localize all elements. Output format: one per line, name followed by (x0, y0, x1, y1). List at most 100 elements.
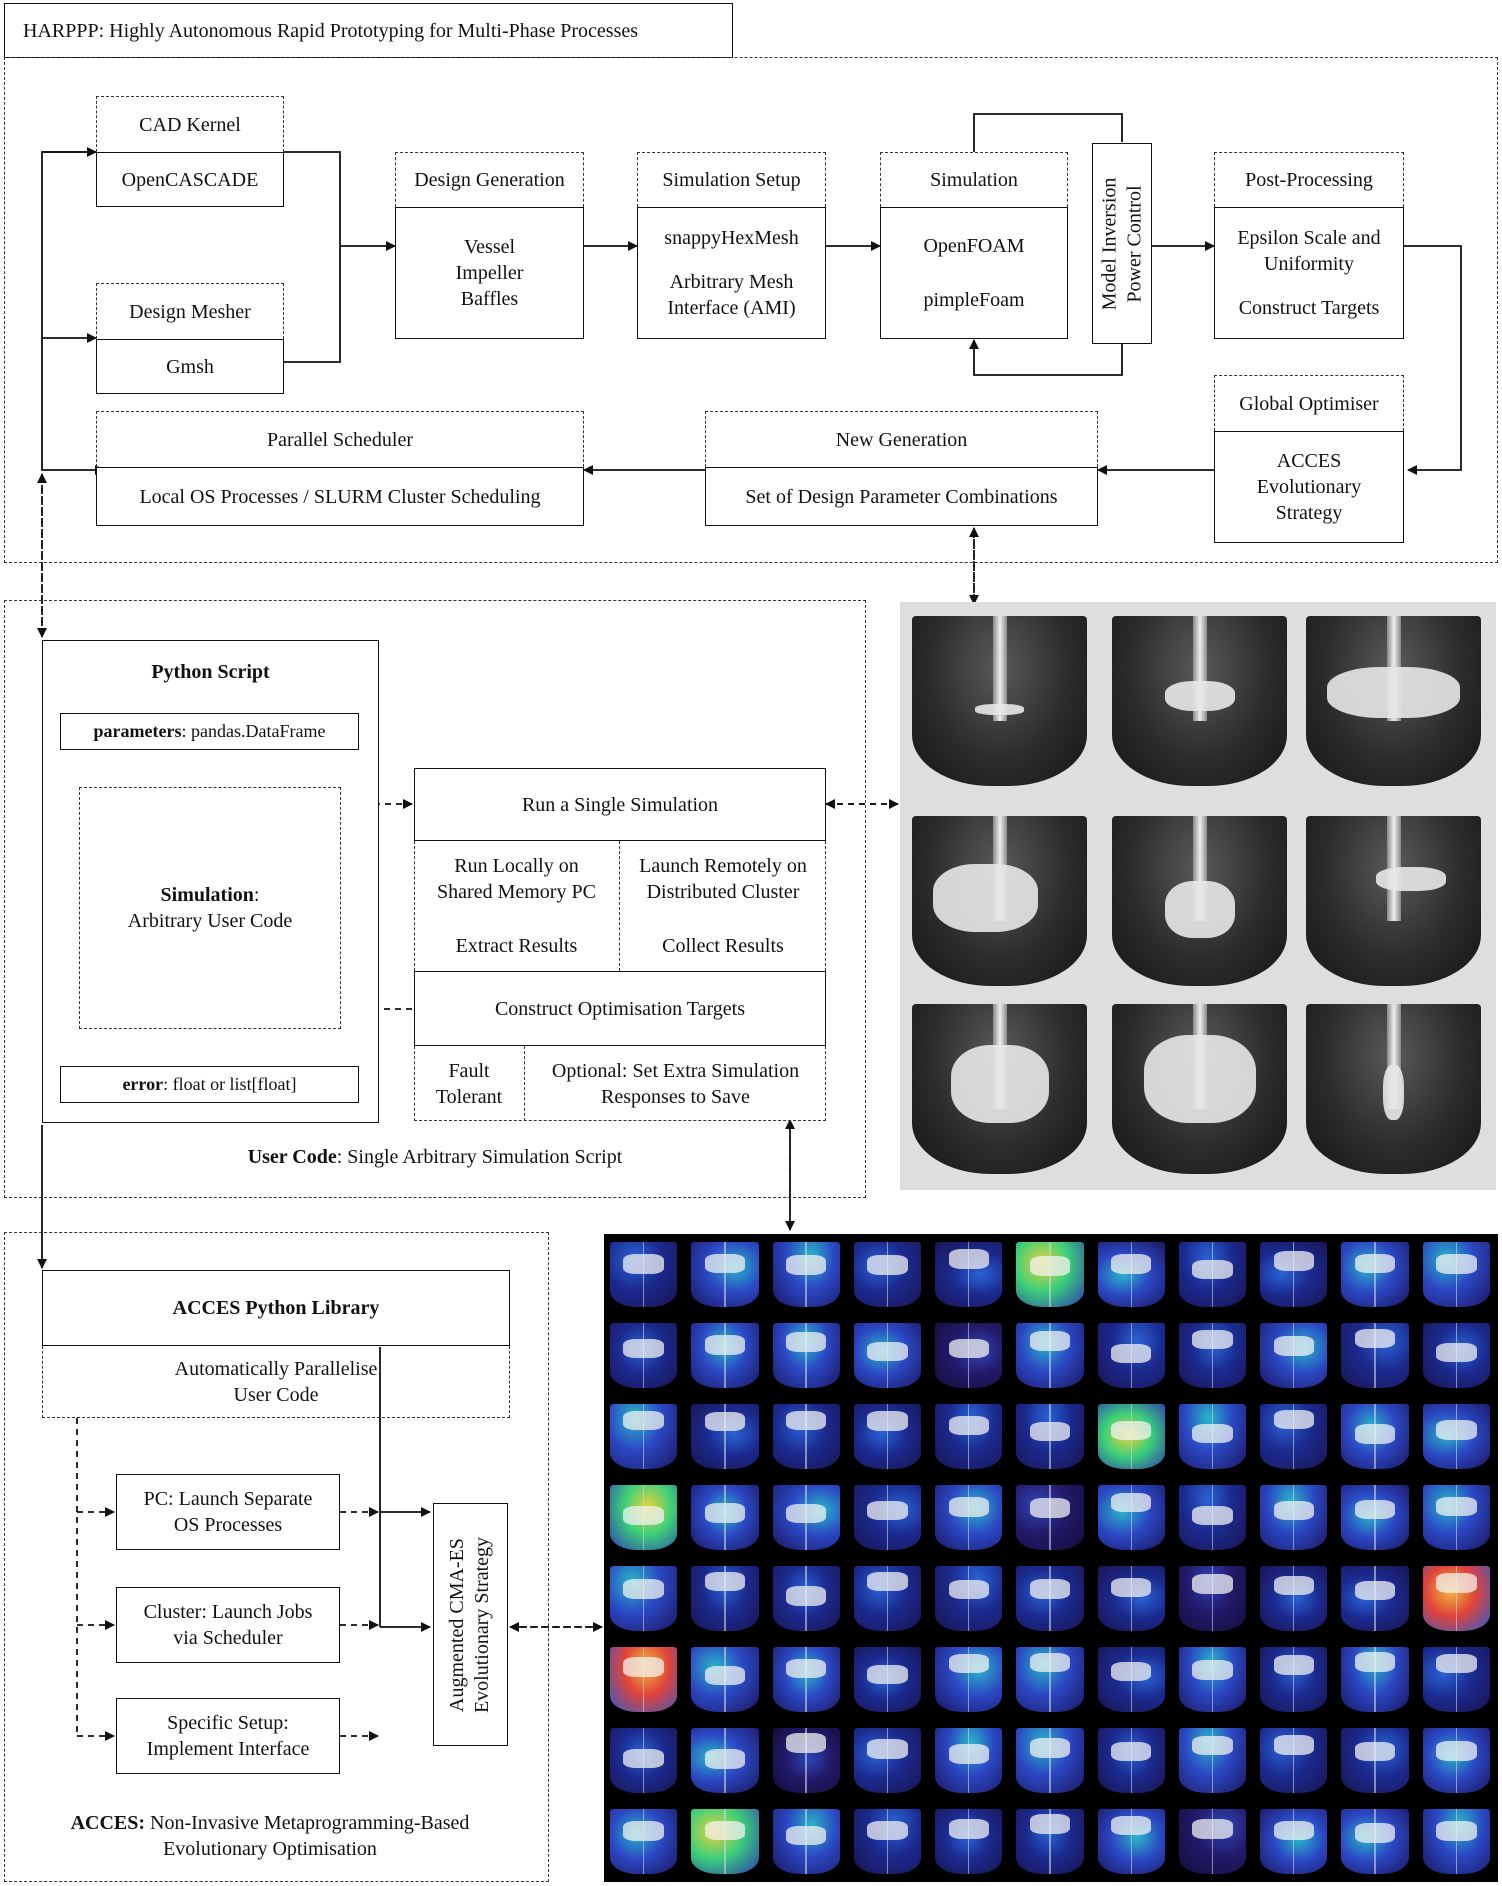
cfd-heatmap-image (1422, 1809, 1490, 1874)
cfd-heatmap-image (1341, 1323, 1409, 1388)
cfd-heatmap-image (1422, 1485, 1490, 1550)
inversion-loop-bottom (969, 339, 1123, 376)
cfd-heatmap-image (610, 1809, 678, 1874)
vessel-render-image (1306, 816, 1481, 986)
cfd-heatmap-image (1016, 1809, 1084, 1874)
cfd-heatmap-image (610, 1323, 678, 1388)
cfd-heatmap-image (1422, 1647, 1490, 1712)
cfd-heatmap-image (1422, 1566, 1490, 1631)
cfd-heatmap-image (772, 1809, 840, 1874)
cfd-heatmap-image (1422, 1323, 1490, 1388)
cluster-launch-box: Cluster: Launch Jobs via Scheduler (116, 1587, 340, 1663)
cfd-heatmap-image (935, 1404, 1003, 1469)
cfd-heatmap-image (1341, 1647, 1409, 1712)
cfd-heatmap-image (1260, 1809, 1328, 1874)
vessel-render-image (1112, 616, 1287, 786)
cfd-heatmap-image (772, 1485, 840, 1550)
post-processing-body: Epsilon Scale and Uniformity Construct T… (1214, 207, 1404, 339)
cfd-heatmap-image (1422, 1404, 1490, 1469)
vessel-render-gallery (900, 602, 1496, 1190)
run-options-box (414, 841, 826, 971)
target-options-box (414, 1046, 826, 1121)
design-mesher-body: Gmsh (96, 339, 284, 394)
cfd-heatmap-image (935, 1323, 1003, 1388)
cfd-heatmap-image (1178, 1809, 1247, 1874)
cfd-heatmap-image (1178, 1728, 1247, 1793)
cfd-heatmap-image (772, 1647, 840, 1712)
cad-kernel-header: CAD Kernel (96, 96, 284, 152)
vessel-render-image (1112, 1004, 1287, 1174)
launch-remotely-cell: Launch Remotely on Distributed Cluster C… (639, 855, 807, 957)
optional-extra-cell: Optional: Set Extra Simulation Responses… (551, 1059, 800, 1108)
run-single-simulation-box: Run a Single Simulation (414, 768, 826, 841)
fault-tolerant-cell: Fault Tolerant (414, 1046, 525, 1121)
cfd-heatmap-image (691, 1404, 759, 1469)
vessel-render-image (1306, 616, 1481, 786)
cfd-heatmap-image (935, 1728, 1003, 1793)
cfd-heatmap-image (935, 1647, 1003, 1712)
cfd-heatmap-image (1341, 1809, 1409, 1874)
cfd-heatmap-image (610, 1485, 678, 1550)
cfd-heatmap-image (1097, 1809, 1165, 1874)
cfd-heatmap-image (610, 1647, 678, 1712)
inversion-loop-top (973, 113, 1123, 152)
simulation-setup-header: Simulation Setup (637, 152, 826, 207)
cfd-heatmap-image (610, 1728, 678, 1793)
cfd-heatmap-image (772, 1323, 840, 1388)
cfd-heatmap-image (610, 1566, 678, 1631)
acces-caption: ACCES: Non-Invasive Metaprogramming-Base… (70, 1812, 470, 1860)
construct-targets-box: Construct Optimisation Targets (414, 971, 826, 1046)
cfd-heatmap-image (691, 1566, 759, 1631)
cfd-heatmap-image (853, 1485, 922, 1550)
cfd-heatmap-image (1016, 1323, 1084, 1388)
acces-library-box: ACCES Python Library (42, 1270, 510, 1346)
simulation-body: OpenFOAM pimpleFoam (880, 207, 1068, 339)
cfd-heatmap-image (1260, 1647, 1328, 1712)
cfd-heatmap-image (1016, 1728, 1084, 1793)
python-script-title: Python Script (151, 661, 270, 683)
cfd-heatmap-image (1097, 1566, 1165, 1631)
parameters-box: parameters: pandas.DataFrame (60, 713, 359, 750)
design-mesher-header: Design Mesher (96, 283, 284, 339)
cfd-heatmap-image (1422, 1242, 1490, 1307)
cfd-heatmap-image (935, 1242, 1003, 1307)
specific-setup-box: Specific Setup: Implement Interface (116, 1698, 340, 1774)
cfd-heatmap-image (691, 1647, 759, 1712)
cfd-heatmap-image (853, 1647, 922, 1712)
cfd-heatmap-image (1097, 1728, 1165, 1793)
cfd-heatmap-image (935, 1566, 1003, 1631)
cfd-heatmap-image (1097, 1323, 1165, 1388)
cfd-heatmap-image (853, 1566, 922, 1631)
post-to-optimiser (1404, 245, 1462, 475)
diagram-title: HARPPP: Highly Autonomous Rapid Prototyp… (4, 3, 733, 58)
cfd-heatmap-gallery (604, 1234, 1498, 1882)
cfd-heatmap-image (1178, 1404, 1247, 1469)
cfd-heatmap-image (1097, 1647, 1165, 1712)
cfd-heatmap-image (1260, 1728, 1328, 1793)
simulation-code-box: Simulation: Arbitrary User Code (79, 787, 341, 1029)
cfd-heatmap-image (772, 1242, 840, 1307)
vessel-render-image (912, 816, 1087, 986)
cfd-heatmap-image (691, 1485, 759, 1550)
cfd-heatmap-image (853, 1809, 922, 1874)
cfd-heatmap-image (772, 1404, 840, 1469)
cfd-heatmap-image (1260, 1242, 1328, 1307)
cfd-heatmap-image (1178, 1242, 1247, 1307)
global-optimiser-body: ACCES Evolutionary Strategy (1214, 431, 1404, 543)
cfd-heatmap-image (1178, 1647, 1247, 1712)
cfd-heatmap-image (1016, 1242, 1084, 1307)
user-code-caption: User Code: Single Arbitrary Simulation S… (247, 1146, 623, 1168)
design-generation-body: Vessel Impeller Baffles (395, 207, 584, 339)
cfd-heatmap-image (853, 1404, 922, 1469)
cfd-heatmap-image (935, 1485, 1003, 1550)
simulation-header: Simulation (880, 152, 1068, 207)
cfd-heatmap-image (1016, 1404, 1084, 1469)
simulation-setup-body: snappyHexMesh Arbitrary Mesh Interface (… (637, 207, 826, 339)
vessel-render-image (912, 1004, 1087, 1174)
parallel-scheduler-body: Local OS Processes / SLURM Cluster Sched… (96, 467, 584, 526)
vessel-render-image (1306, 1004, 1481, 1174)
cfd-heatmap-image (1341, 1566, 1409, 1631)
parallelise-box: Automatically Parallelise User Code (42, 1346, 510, 1418)
cfd-heatmap-image (610, 1242, 678, 1307)
